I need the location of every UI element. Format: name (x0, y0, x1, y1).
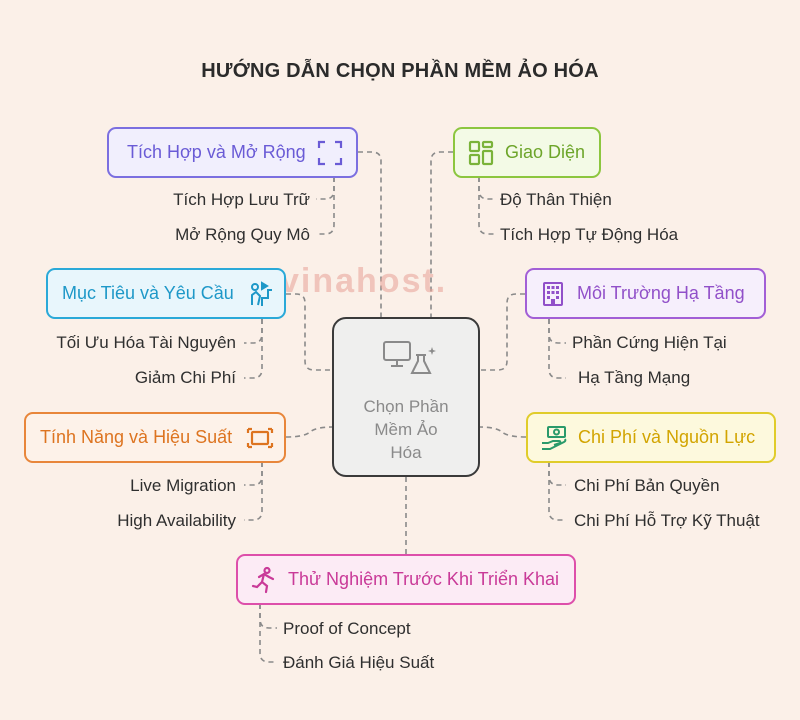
expand-frame-icon (316, 139, 344, 167)
node-integration: Tích Hợp và Mở Rộng (107, 127, 358, 178)
interface-item-1: Độ Thân Thiện (500, 190, 612, 209)
features-item-2: High Availability (117, 511, 236, 530)
node-interface: Giao Diện (453, 127, 601, 178)
watermark: vinahost. (280, 262, 448, 300)
goals-item-1: Tối Ưu Hóa Tài Nguyên (56, 333, 236, 352)
building-icon (539, 280, 567, 308)
money-hand-icon (540, 424, 568, 452)
node-testing: Thử Nghiệm Trước Khi Triển Khai (236, 554, 576, 605)
frame-icon (246, 424, 274, 452)
center-node: Chọn Phần Mềm Ảo Hóa (332, 317, 480, 477)
node-cost: Chi Phí và Nguồn Lực (526, 412, 776, 463)
goals-item-2: Giảm Chi Phí (134, 368, 236, 387)
page-title: HƯỚNG DẪN CHỌN PHẦN MỀM ẢO HÓA (201, 60, 599, 82)
node-infra-label: Môi Trường Hạ Tầng (577, 283, 745, 303)
infra-item-1: Phần Cứng Hiện Tại (572, 333, 727, 352)
node-features: Tính Năng và Hiệu Suất (24, 412, 286, 463)
node-cost-label: Chi Phí và Nguồn Lực (578, 427, 756, 447)
node-goals-label: Mục Tiêu và Yêu Cầu (62, 283, 234, 303)
features-item-1: Live Migration (130, 476, 236, 495)
testing-item-2: Đánh Giá Hiệu Suất (283, 653, 435, 672)
cost-item-1: Chi Phí Bản Quyền (574, 476, 720, 495)
node-testing-label: Thử Nghiệm Trước Khi Triển Khai (288, 569, 559, 589)
testing-item-1: Proof of Concept (283, 619, 411, 638)
node-integration-label: Tích Hợp và Mở Rộng (127, 142, 306, 162)
center-line-3: Hóa (390, 443, 422, 462)
runner-icon (250, 566, 278, 594)
infra-item-2: Hạ Tầng Mạng (578, 368, 691, 387)
integration-item-1: Tích Hợp Lưu Trữ (173, 190, 310, 209)
node-goals: Mục Tiêu và Yêu Cầu (46, 268, 286, 319)
target-person-icon (246, 280, 274, 308)
node-interface-label: Giao Diện (505, 142, 586, 162)
center-line-1: Chọn Phần (363, 397, 449, 416)
center-line-2: Mềm Ảo (374, 420, 438, 439)
node-features-label: Tính Năng và Hiệu Suất (40, 427, 233, 447)
monitor-icon (382, 339, 416, 376)
node-infra: Môi Trường Hạ Tầng (525, 268, 766, 319)
interface-item-2: Tích Hợp Tự Động Hóa (500, 225, 679, 244)
grid-layout-icon (467, 139, 495, 167)
integration-item-2: Mở Rộng Quy Mô (175, 225, 310, 244)
cost-item-2: Chi Phí Hỗ Trợ Kỹ Thuật (574, 511, 760, 530)
flask-icon (410, 345, 438, 382)
